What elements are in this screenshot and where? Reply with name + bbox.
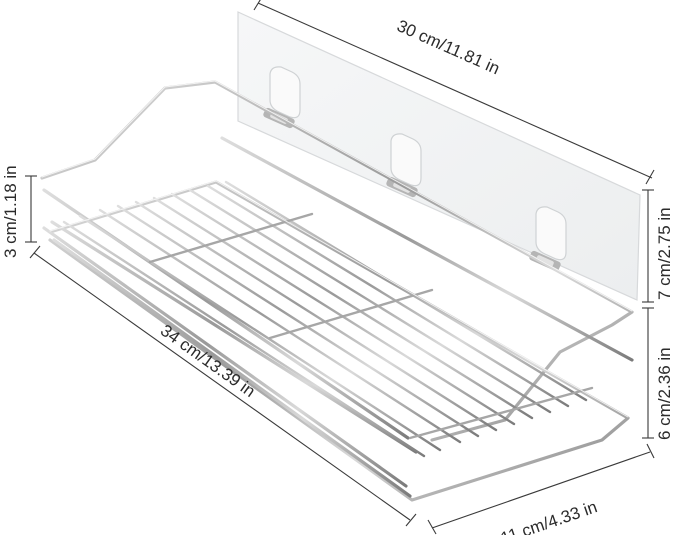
adhesive-hook-icon	[529, 206, 567, 272]
dimension-top-length: 30 cm/11.81 in	[394, 16, 502, 78]
dimension-height-front: 6 cm/2.36 in	[655, 347, 674, 440]
dimension-depth: 11 cm/4.33 in	[498, 497, 599, 535]
wire-shelf	[40, 80, 634, 502]
dimension-height-left: 3 cm/1.18 in	[1, 165, 20, 258]
dimension-lines	[25, 0, 655, 535]
dimension-front-length: 34 cm/13.39 in	[157, 321, 259, 401]
dimension-height-back: 7 cm/2.75 in	[655, 207, 674, 300]
